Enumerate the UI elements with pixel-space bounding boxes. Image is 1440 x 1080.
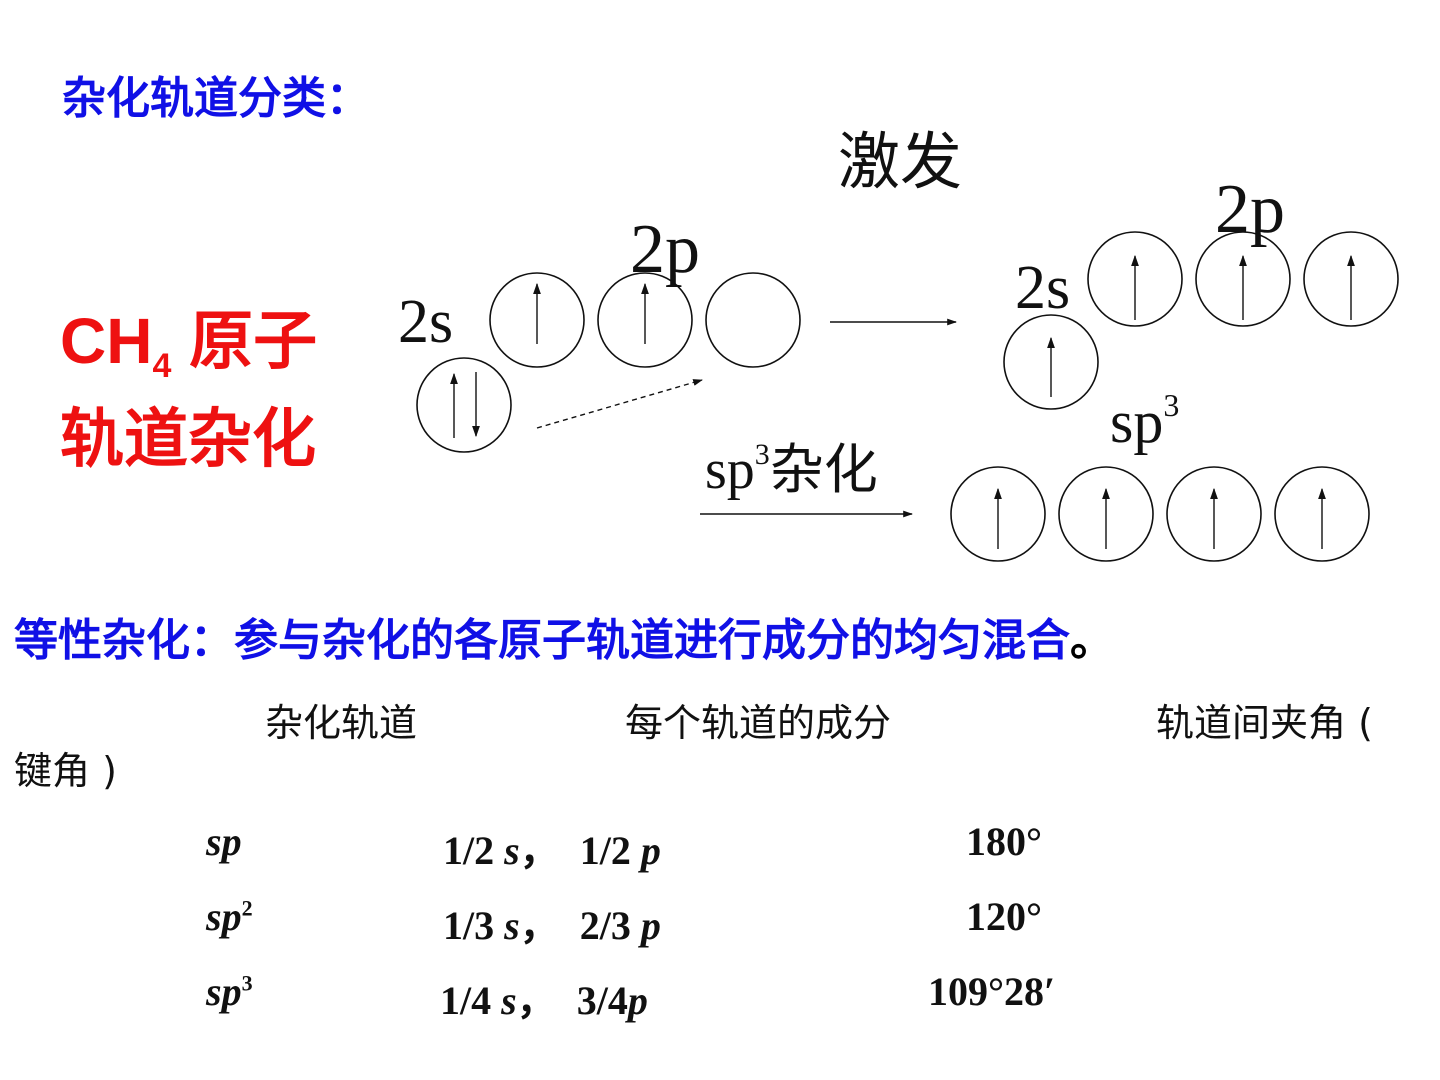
excited-2s-label: 2s: [1015, 254, 1070, 322]
page-title: 杂化轨道分类：: [62, 73, 370, 124]
table-header-angle: 轨道间夹角 (: [1156, 701, 1373, 745]
table-row-angle: 109°28′: [928, 969, 1056, 1014]
ground-2s-label: 2s: [398, 288, 453, 356]
table-row-angle: 180°: [966, 819, 1042, 864]
ground-2p-label: 2p: [630, 211, 700, 288]
ch4-subscript: 4: [152, 347, 172, 385]
definition-text: 等性杂化：参与杂化的各原子轨道进行成分的均匀混合。: [14, 604, 1114, 668]
sp3-orbital-label: sp3: [1110, 387, 1179, 455]
table-row-composition: 1/3 s， 2/3 p: [443, 903, 661, 948]
table-header-orbital: 杂化轨道: [265, 701, 418, 745]
table-header-composition: 每个轨道的成分: [625, 701, 892, 745]
excited-2s-orbital: [1003, 314, 1099, 410]
definition-period: 。: [1070, 615, 1114, 666]
ground-2p-orbitals: [489, 272, 801, 368]
ch4-heading-line2: 轨道杂化: [60, 403, 316, 477]
excited-2p-orbitals: [1087, 231, 1399, 327]
hybridization-label: sp3杂化: [705, 438, 878, 501]
table-row-angle: 120°: [966, 894, 1042, 939]
ground-2s-orbital: [416, 357, 512, 453]
excitation-label: 激发: [838, 125, 962, 198]
excited-2p-label: 2p: [1215, 171, 1285, 248]
table-row-orbital: sp2: [206, 894, 253, 939]
orbital-diagram: 2s 2p 激发 2s 2p sp3杂化 sp3: [398, 125, 1399, 562]
table-row-orbital: sp: [206, 819, 242, 864]
ch4-heading-line1: CH4 原子: [60, 290, 317, 386]
definition-body: 等性杂化：参与杂化的各原子轨道进行成分的均匀混合: [14, 615, 1070, 666]
table-row-composition: 1/4 s， 3/4p: [440, 978, 648, 1023]
ch4-formula: CH: [60, 305, 153, 377]
sp3-orbitals: [950, 466, 1370, 562]
table-header-angle-continued: 键角 ): [14, 749, 117, 793]
table-row-orbital: sp3: [206, 969, 253, 1014]
ch4-line1-rest: 原子: [171, 305, 318, 377]
promotion-dashed-arrow: [536, 379, 703, 429]
table-row-composition: 1/2 s， 1/2 p: [443, 828, 661, 873]
